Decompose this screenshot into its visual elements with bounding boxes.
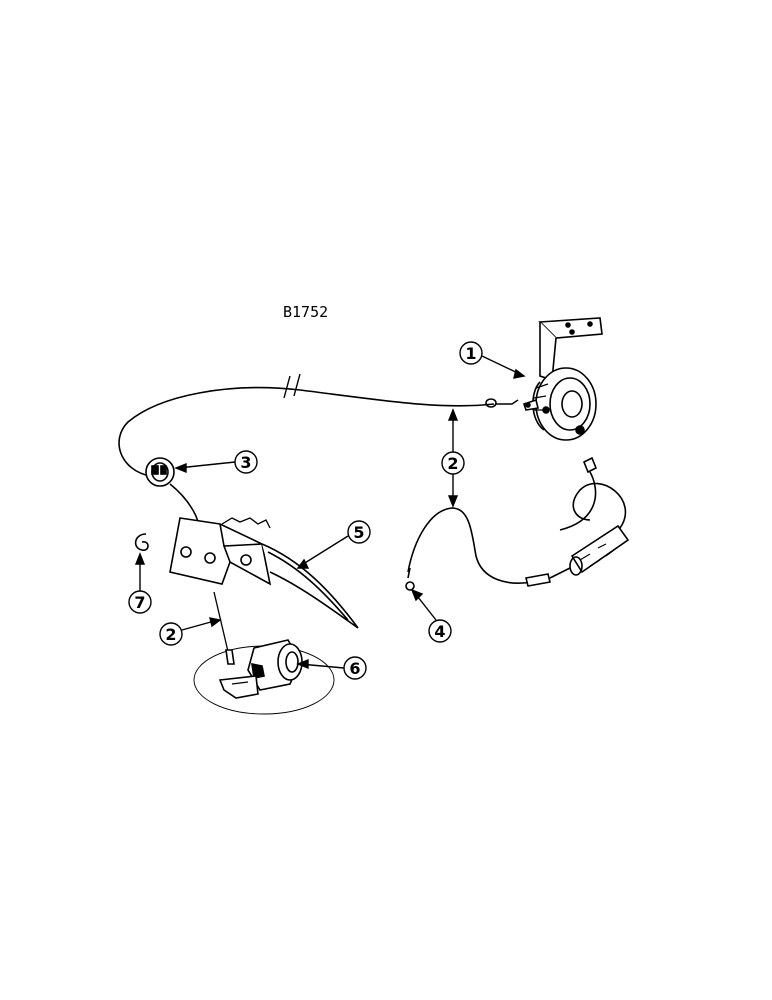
horn <box>522 317 603 441</box>
ground-wire <box>405 456 630 591</box>
callout-2-upper: 2 <box>447 454 458 473</box>
mounting-plate <box>169 517 359 629</box>
grommet <box>145 457 199 529</box>
callout-5: 5 <box>353 523 364 542</box>
callout-4: 4 <box>434 622 445 641</box>
callouts <box>128 341 526 680</box>
figure-id: B1752 <box>283 303 328 321</box>
clip <box>134 533 149 551</box>
main-wire <box>118 373 519 477</box>
callout-3: 3 <box>240 453 251 472</box>
callout-6: 6 <box>349 659 360 678</box>
callout-1: 1 <box>465 344 476 363</box>
callout-2-lower: 2 <box>165 625 176 644</box>
callout-7: 7 <box>134 593 145 612</box>
horn-switch <box>193 591 335 715</box>
